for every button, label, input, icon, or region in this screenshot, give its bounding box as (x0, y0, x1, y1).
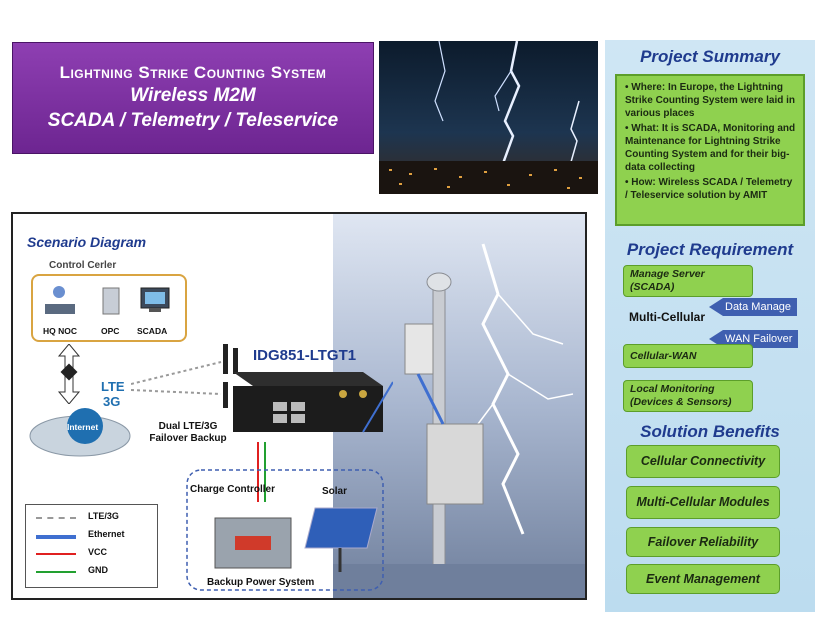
manage-server-box: Manage Server (SCADA) (623, 265, 753, 297)
scada-label: SCADA (137, 326, 168, 336)
project-requirement-heading: Project Requirement (626, 240, 794, 259)
power-wires (257, 442, 266, 502)
multi-cellular-label: Multi-Cellular (629, 310, 706, 324)
control-center-label: Control Cerler (49, 260, 117, 271)
vertical-arrow (57, 344, 81, 404)
project-summary-heading: Project Summary (640, 47, 780, 66)
legend-ethernet-line (36, 535, 76, 539)
scenario-diagram: Scenario Diagram Control Cerler HQ NOC O… (11, 212, 587, 600)
legend-vcc-text: VCC (88, 547, 108, 557)
router-icon (223, 344, 393, 433)
3g-label: 3G (103, 394, 121, 409)
benefit-multi-cellular-modules: Multi-Cellular Modules (626, 486, 780, 519)
title-line-3: SCADA / Telemetry / Teleservice (47, 110, 339, 131)
benefit-failover-reliability: Failover Reliability (626, 527, 780, 557)
lte-label: LTE (101, 379, 125, 394)
control-center-icons (45, 286, 170, 315)
local-monitoring-box: Local Monitoring (Devices & Sensors) (623, 380, 753, 412)
storm-background (333, 214, 585, 598)
device-name-label: IDG851-LTGT1 (253, 347, 357, 364)
legend-vcc-line (36, 553, 76, 555)
summary-where: • Where: In Europe, the Lightning Strike… (625, 82, 796, 119)
summary-what: • What: It is SCADA, Monitoring and Main… (625, 123, 796, 173)
benefit-cellular-connectivity: Cellular Connectivity (626, 445, 780, 478)
title-line-2: Wireless M2M (130, 85, 256, 106)
legend-lte-text: LTE/3G (88, 511, 119, 521)
data-manage-arrow: Data Manage (709, 298, 798, 316)
charge-controller-label: Charge Controller (190, 484, 276, 495)
control-center-box: HQ NOC OPC SCADA (31, 274, 187, 342)
dual-failover-label: Dual LTE/3G Failover Backup (149, 421, 227, 444)
legend-gnd-text: GND (88, 565, 108, 575)
legend-ethernet: Ethernet (36, 529, 154, 543)
hq-noc-label: HQ NOC (43, 326, 77, 336)
summary-box: • Where: In Europe, the Lightning Strike… (615, 74, 805, 226)
legend-lte: LTE/3G (36, 511, 154, 525)
scenario-title: Scenario Diagram (27, 234, 147, 250)
backup-power-group (186, 469, 384, 591)
benefit-event-management: Event Management (626, 564, 780, 594)
cellular-wan-box: Cellular-WAN (623, 344, 753, 368)
lightning-photo (379, 41, 598, 194)
solution-benefits-heading: Solution Benefits (640, 422, 780, 441)
title-line-1: Lightning Strike Counting System (59, 63, 327, 82)
legend: LTE/3G Ethernet VCC GND (25, 504, 158, 588)
legend-gnd: GND (36, 565, 154, 579)
title-banner: Lightning Strike Counting System Wireles… (12, 42, 374, 154)
right-panel: Project Summary • Where: In Europe, the … (605, 40, 815, 612)
legend-vcc: VCC (36, 547, 154, 561)
internet-cloud-icon (29, 408, 131, 457)
backup-power-label: Backup Power System (207, 577, 315, 588)
legend-lte-line (36, 517, 76, 519)
wan-failover-arrow: WAN Failover (709, 330, 799, 348)
legend-gnd-line (36, 571, 76, 573)
legend-ethernet-text: Ethernet (88, 529, 125, 539)
opc-label: OPC (101, 326, 120, 336)
solar-label: Solar (322, 486, 348, 497)
internet-label: Internet (67, 422, 99, 432)
summary-how: • How: Wireless SCADA / Telemetry / Tele… (625, 177, 793, 201)
